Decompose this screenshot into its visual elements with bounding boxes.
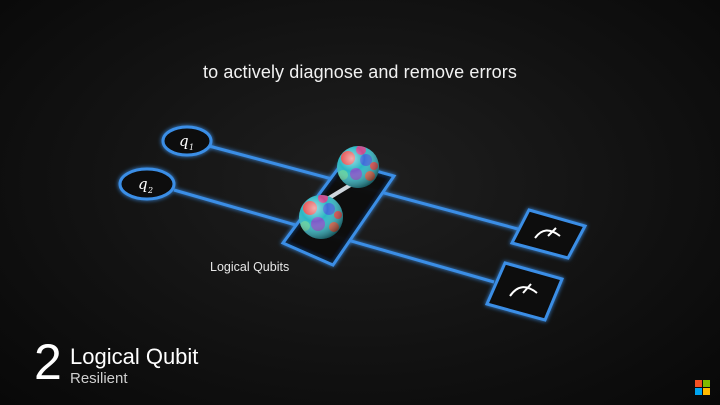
meter-icon [509, 208, 588, 260]
qubit-q1-index: 1 [189, 143, 194, 152]
qubit-q2-index: 2 [147, 186, 153, 195]
logical-qubits-label: Logical Qubits [210, 260, 290, 274]
qubit-q1: q 1 [161, 125, 213, 157]
entangle-link [327, 182, 354, 200]
step-number: 2 [34, 334, 62, 390]
meter-icon [484, 261, 565, 322]
step-subtitle: Resilient [70, 370, 128, 387]
qubit-q2-letter: q [138, 175, 148, 193]
logical-qubit-sphere [337, 146, 379, 188]
microsoft-logo-icon [695, 380, 711, 396]
caption: to actively diagnose and remove errors [203, 62, 517, 82]
qubit-q1-letter: q [179, 132, 189, 150]
step-title: Logical Qubit [70, 344, 199, 369]
logical-qubit-sphere [299, 195, 343, 239]
qubit-q2: q 2 [118, 167, 176, 201]
